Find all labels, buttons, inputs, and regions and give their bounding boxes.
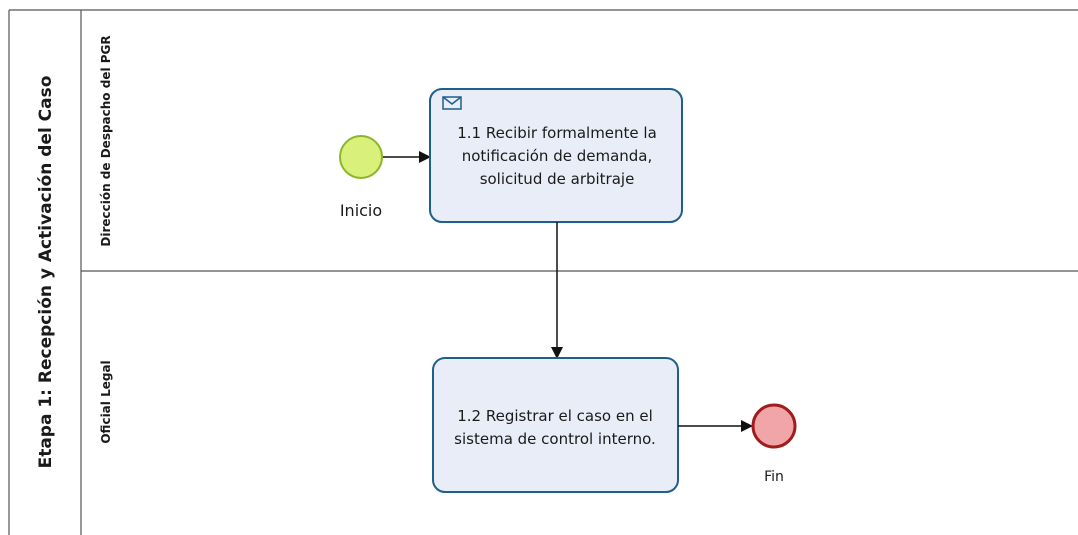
- start-event-circle[interactable]: [339, 135, 383, 179]
- task-1-2-line-2: sistema de control interno.: [454, 430, 656, 448]
- end-event-label: Fin: [764, 469, 784, 485]
- task-1-2[interactable]: 1.2 Registrar el caso en el sistema de c…: [432, 357, 679, 493]
- lane-title-oficial-legal: Oficial Legal: [99, 360, 113, 443]
- lane-dpgr: Dirección de Despacho del PGR: [80, 10, 113, 271]
- lane-oficial-legal: Oficial Legal: [99, 360, 113, 443]
- lane-title-dpgr: Dirección de Despacho del PGR: [99, 35, 113, 246]
- task-1-1-line-1: 1.1 Recibir formalmente la: [457, 124, 657, 142]
- task-1-2-line-1: 1.2 Registrar el caso en el: [457, 407, 653, 425]
- task-1-2-box[interactable]: [432, 357, 679, 493]
- end-event-circle[interactable]: [751, 403, 797, 449]
- task-1-1-box[interactable]: [429, 88, 683, 223]
- end-event[interactable]: Fin: [751, 403, 797, 485]
- task-1-1-line-2: notificación de demanda,: [462, 147, 653, 165]
- pool-title: Etapa 1: Recepción y Activación del Caso: [36, 76, 56, 469]
- task-1-1[interactable]: 1.1 Recibir formalmente la notificación …: [429, 88, 683, 223]
- task-1-1-line-3: solicitud de arbitraje: [480, 170, 635, 188]
- start-event-label: Inicio: [340, 201, 382, 220]
- start-event[interactable]: Inicio: [339, 135, 383, 220]
- envelope-icon: [442, 96, 462, 110]
